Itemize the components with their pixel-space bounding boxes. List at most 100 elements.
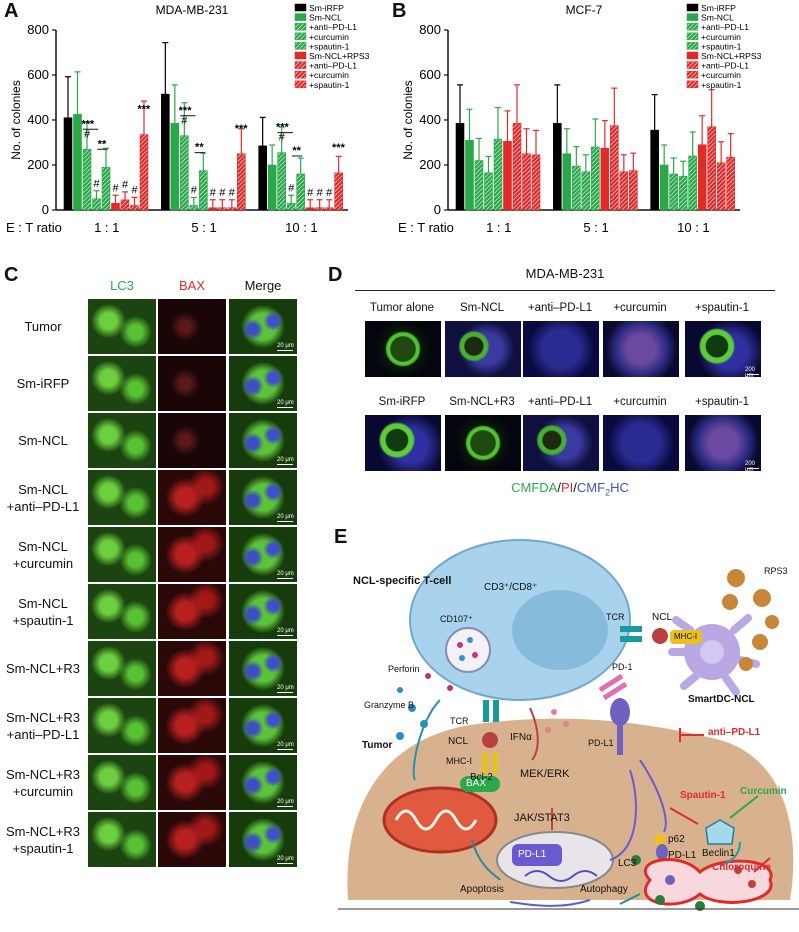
x-tick-label: 5 : 1 [191, 220, 216, 235]
bar [227, 207, 237, 211]
column-header-merge: Merge [244, 278, 282, 293]
micrograph-tile [157, 355, 227, 412]
bar [716, 162, 726, 211]
scale-bar [277, 863, 293, 864]
legend-swatch [294, 61, 307, 69]
legend-label: Sm-NCL [309, 13, 342, 23]
bar [199, 170, 208, 211]
micrograph-tile [87, 469, 157, 526]
hash-mark: # [219, 187, 226, 199]
row-label: Sm-NCL+anti–PD-L1 [6, 481, 80, 514]
panel-letter-e: E [334, 526, 348, 548]
bar [258, 145, 267, 211]
legend-label: +spautin-1 [701, 41, 742, 51]
significance-mark: *** [137, 104, 151, 116]
diagram-label-lc3: LC3 [618, 858, 637, 869]
bar [82, 148, 92, 211]
micrograph-tile [87, 412, 157, 469]
hash-mark: # [122, 179, 129, 191]
micrograph-tile: 20 μm [228, 640, 298, 697]
bar [296, 173, 305, 211]
legend-label: Sm-NCL+RPS3 [701, 51, 762, 61]
diagram-label-autophagy: Autophagy [580, 884, 628, 895]
legend-swatch [294, 13, 307, 21]
diagram-label-cd38: CD3⁺/CD8⁺ [484, 582, 538, 593]
bar [73, 114, 82, 211]
bar [553, 123, 562, 211]
micrograph-tile [87, 811, 157, 868]
x-axis-label: E : T ratio [398, 220, 454, 235]
diagram-label-curcumin: Curcumin [740, 786, 787, 797]
legend-swatch [294, 42, 307, 50]
legend-label: +spautin-1 [309, 41, 350, 51]
scale-bar [277, 407, 293, 408]
legend-label: Sm-iRFP [701, 3, 736, 13]
legend-swatch [686, 42, 699, 50]
micrograph-tile: 20 μm [228, 583, 298, 640]
y-tick-label: 0 [42, 202, 49, 217]
diagram-label-jak: JAK/STAT3 [514, 812, 570, 824]
smartdc-cell [668, 614, 760, 696]
x-tick-label: 10 : 1 [285, 220, 318, 235]
scale-bar [277, 464, 293, 465]
bar [130, 205, 139, 211]
spheroid-label: +anti–PD-L1 [527, 302, 593, 314]
hash-mark: # [326, 187, 333, 199]
bar [455, 123, 465, 211]
diagram-label-tcell: NCL-specific T-cell [353, 575, 452, 587]
diagram-label-smartdc: SmartDC-NCL [688, 694, 755, 705]
bar [334, 172, 343, 211]
bar [659, 164, 669, 211]
micrograph-tile [87, 355, 157, 412]
diagram-label-bax: BAX [466, 778, 487, 789]
significance-mark: *** [179, 105, 193, 117]
tumor-nucleus [496, 831, 614, 889]
significance-mark: ** [195, 142, 204, 154]
micrograph-tile [87, 697, 157, 754]
y-tick-label: 800 [419, 22, 441, 37]
y-tick-label: 400 [419, 112, 441, 127]
row-label: Sm-iRFP [16, 376, 70, 391]
scale-bar [277, 635, 293, 636]
scale-bar-label: 20 μm [277, 343, 294, 349]
spheroid-label: +anti–PD-L1 [527, 396, 593, 408]
bar [678, 175, 688, 211]
stain-legend: CMFDA/PI/CMF2HC [511, 480, 629, 498]
legend-label: +curcumin [309, 70, 349, 80]
significance-mark: *** [235, 123, 249, 135]
panel-letter-d: D [328, 264, 343, 286]
micrograph-tile [157, 811, 227, 868]
hash-mark: # [279, 132, 286, 144]
bar [120, 199, 130, 211]
bar [315, 207, 324, 211]
micrograph-tile [157, 526, 227, 583]
legend-swatch [686, 22, 699, 31]
scale-bar [277, 350, 293, 351]
scale-bar-label: 20 μm [277, 514, 294, 520]
scale-bar [277, 692, 293, 693]
chart-title: MCF-7 [566, 3, 603, 17]
y-tick-label: 200 [27, 157, 49, 172]
scale-bar [277, 521, 293, 522]
chart-title: MDA-MB-231 [156, 3, 229, 17]
legend-swatch [686, 70, 699, 79]
scale-bar [747, 468, 759, 469]
micrograph-tile [157, 412, 227, 469]
scale-bar-label: 20 μm [277, 571, 294, 577]
row-label: Sm-NCL+R3+anti–PD-L1 [5, 709, 81, 742]
row-label: Sm-NCL+spautin-1 [12, 595, 74, 628]
legend-swatch [294, 80, 307, 89]
hash-mark: # [93, 178, 100, 190]
legend-swatch [294, 70, 307, 79]
legend-swatch [686, 13, 699, 21]
micrograph-tile: 20 μm [228, 811, 298, 868]
significance-mark: *** [276, 122, 290, 134]
diagram-label-chloroquine: Chloroquine [712, 862, 771, 873]
significance-mark: *** [332, 142, 346, 154]
diagram-label-apoptosis: Apoptosis [460, 884, 504, 895]
panel-letter-a: A [4, 0, 19, 22]
significance-mark: ** [98, 138, 107, 150]
legend-label: Sm-NCL [701, 13, 734, 23]
row-label: Sm-NCL+R3+spautin-1 [5, 823, 81, 856]
diagram-label-pdl1b: PD-L1 [668, 850, 697, 861]
